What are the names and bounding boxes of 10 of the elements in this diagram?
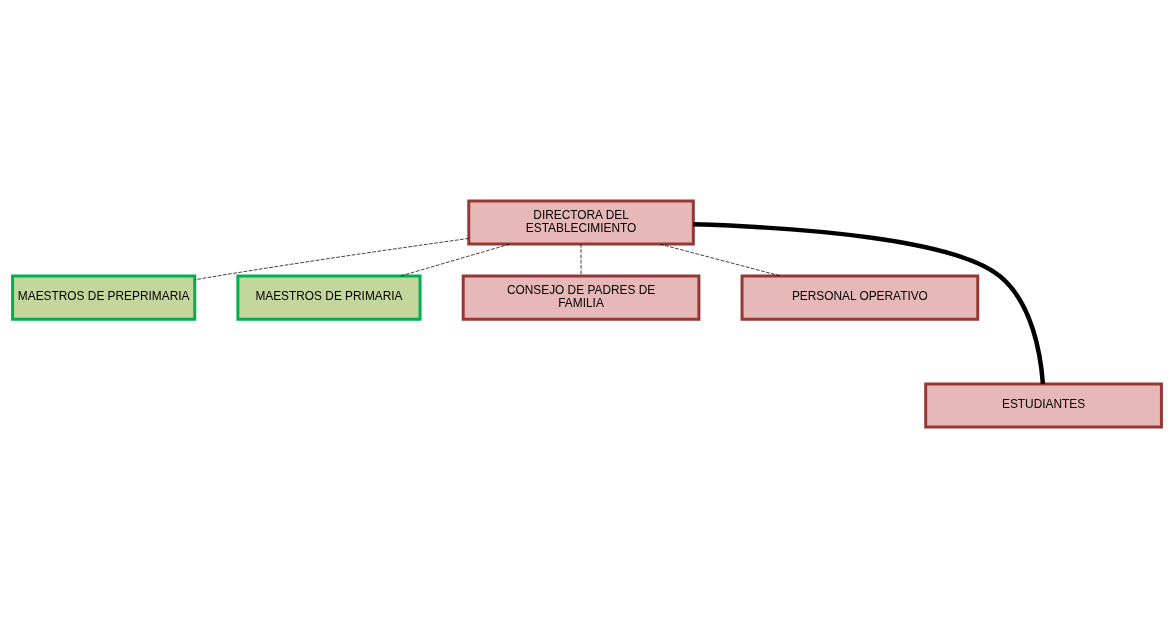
node-box: DIRECTORA DEL ESTABLECIMIENTO bbox=[467, 199, 695, 246]
node-box: CONSEJO DE PADRES DE FAMILIA bbox=[461, 274, 701, 321]
connector bbox=[399, 243, 510, 277]
connector bbox=[194, 238, 469, 281]
connector bbox=[693, 222, 1046, 384]
node-box: ESTUDIANTES bbox=[924, 382, 1163, 429]
connector bbox=[659, 243, 782, 277]
node-box: MAESTROS DE PRIMARIA bbox=[236, 274, 422, 321]
node-box: PERSONAL OPERATIVO bbox=[740, 274, 980, 321]
node-box: MAESTROS DE PREPRIMARIA bbox=[11, 274, 197, 321]
